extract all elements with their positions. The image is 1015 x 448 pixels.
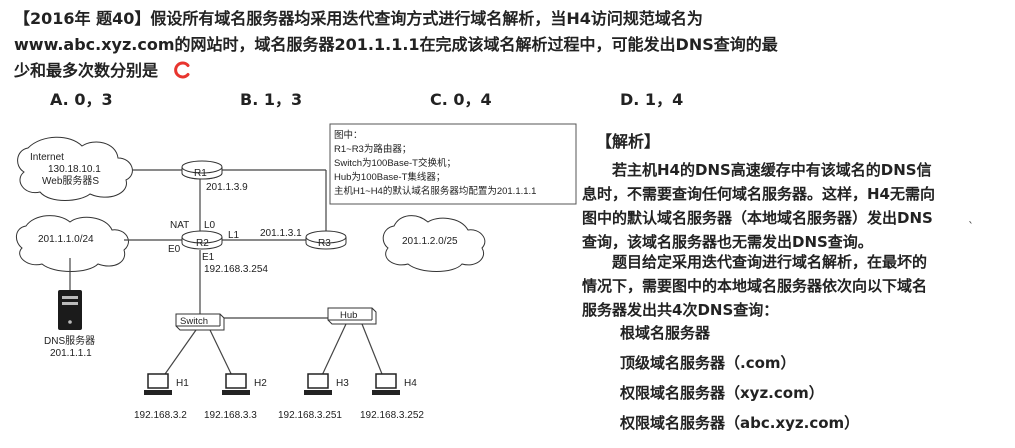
legend-box: [329, 123, 577, 205]
server-item-4: 权限域名服务器（abc.xyz.com）: [620, 414, 860, 432]
analysis-paragraph-1-text: 若主机H4的DNS高速缓存中有该域名的DNS信息时，不需要查询任何域名服务器。这…: [582, 161, 935, 251]
links: [69, 169, 387, 385]
switch-label: Switch: [180, 316, 208, 327]
nat-label: NAT: [170, 220, 189, 231]
dns-server-label: DNS服务器: [44, 334, 95, 347]
hub-label: Hub: [340, 310, 357, 321]
option-c: C. 0，4: [430, 90, 492, 109]
server-item-1: 根域名服务器: [620, 324, 711, 342]
network-diagram: Internet 130.18.10.1 Web服务器S 201.1.1.0/2…: [16, 123, 577, 421]
dns-server-icon: [58, 290, 82, 330]
host-h3-ip: 192.168.3.251: [278, 410, 342, 421]
question-text: 【2016年 题40】假设所有域名服务器均采用迭代查询方式进行域名解析，当H4访…: [14, 6, 814, 84]
legend-line-2: R1~R3为路由器；: [334, 143, 411, 155]
legend-line-4: Hub为100Base-T集线器；: [334, 171, 445, 183]
server-item-3: 权限域名服务器（xyz.com）: [620, 384, 824, 402]
r2-label: R2: [196, 238, 209, 249]
question-line-1: 【2016年 题40】假设所有域名服务器均采用迭代查询方式进行域名解析，当H4访…: [14, 9, 703, 28]
option-b: B. 1，3: [240, 90, 303, 109]
analysis-paragraph-2-text: 题目给定采用迭代查询进行域名解析，在最坏的情况下，需要图中的本地域名服务器依次向…: [582, 253, 928, 319]
legend-line-5: 主机H1~H4的默认域名服务器均配置为201.1.1.1: [334, 185, 536, 197]
right-network-label: 201.1.2.0/25: [402, 236, 458, 247]
host-h1-icon: [144, 373, 172, 395]
router-r2: [181, 230, 223, 250]
server-item-2: 顶级域名服务器（.com）: [620, 354, 796, 372]
r3-ip: 201.1.3.1: [260, 228, 302, 239]
host-h4-ip: 192.168.3.252: [360, 410, 424, 421]
l1-label: L1: [228, 230, 240, 241]
hub-device: [327, 307, 377, 325]
question-line-3: 少和最多次数分别是: [14, 58, 814, 84]
stray-mark: `: [968, 220, 974, 234]
router-r3: [305, 230, 347, 250]
analysis-paragraph-1: 若主机H4的DNS高速缓存中有该域名的DNS信息时，不需要查询任何域名服务器。这…: [582, 158, 940, 254]
r1-label: R1: [194, 168, 207, 179]
host-h3-name: H3: [336, 378, 349, 389]
switch-device: [175, 313, 225, 331]
host-h3-icon: [304, 373, 332, 395]
host-h4-icon: [372, 373, 400, 395]
router-r1: [181, 160, 223, 180]
analysis-title: 【解析】: [596, 132, 661, 151]
legend-line-3: Switch为100Base-T交换机；: [334, 157, 456, 169]
host-h1-name: H1: [176, 378, 189, 389]
question-line-2: www.abc.xyz.com的网站时，域名服务器201.1.1.1在完成该域名…: [14, 35, 778, 54]
host-h2-icon: [222, 373, 250, 395]
answer-mark-c: [173, 61, 190, 79]
option-d: D. 1，4: [620, 90, 684, 109]
internet-cloud: [17, 136, 133, 201]
right-network-cloud: [382, 215, 486, 272]
left-network-label: 201.1.1.0/24: [38, 234, 94, 245]
option-a: A. 0，3: [50, 90, 113, 109]
e1-ip: 192.168.3.254: [204, 264, 268, 275]
internet-label: Internet: [30, 152, 64, 163]
e0-label: E0: [168, 244, 181, 255]
host-h2-name: H2: [254, 378, 267, 389]
host-h2-ip: 192.168.3.3: [204, 410, 257, 421]
analysis-paragraph-2: 题目给定采用迭代查询进行域名解析，在最坏的情况下，需要图中的本地域名服务器依次向…: [582, 250, 940, 322]
host-h1-ip: 192.168.3.2: [134, 410, 187, 421]
r1-ip: 201.1.3.9: [206, 182, 248, 193]
web-server-label: Web服务器S: [42, 174, 99, 187]
r3-label: R3: [318, 238, 331, 249]
l0-label: L0: [204, 220, 216, 231]
question-line-3-text: 少和最多次数分别是: [14, 61, 159, 80]
dns-server-ip: 201.1.1.1: [50, 348, 92, 359]
host-h4-name: H4: [404, 378, 417, 389]
web-server-ip: 130.18.10.1: [48, 164, 101, 175]
e1-label: E1: [202, 252, 215, 263]
legend-line-1: 图中：: [334, 129, 363, 141]
left-network-cloud: [16, 215, 129, 272]
